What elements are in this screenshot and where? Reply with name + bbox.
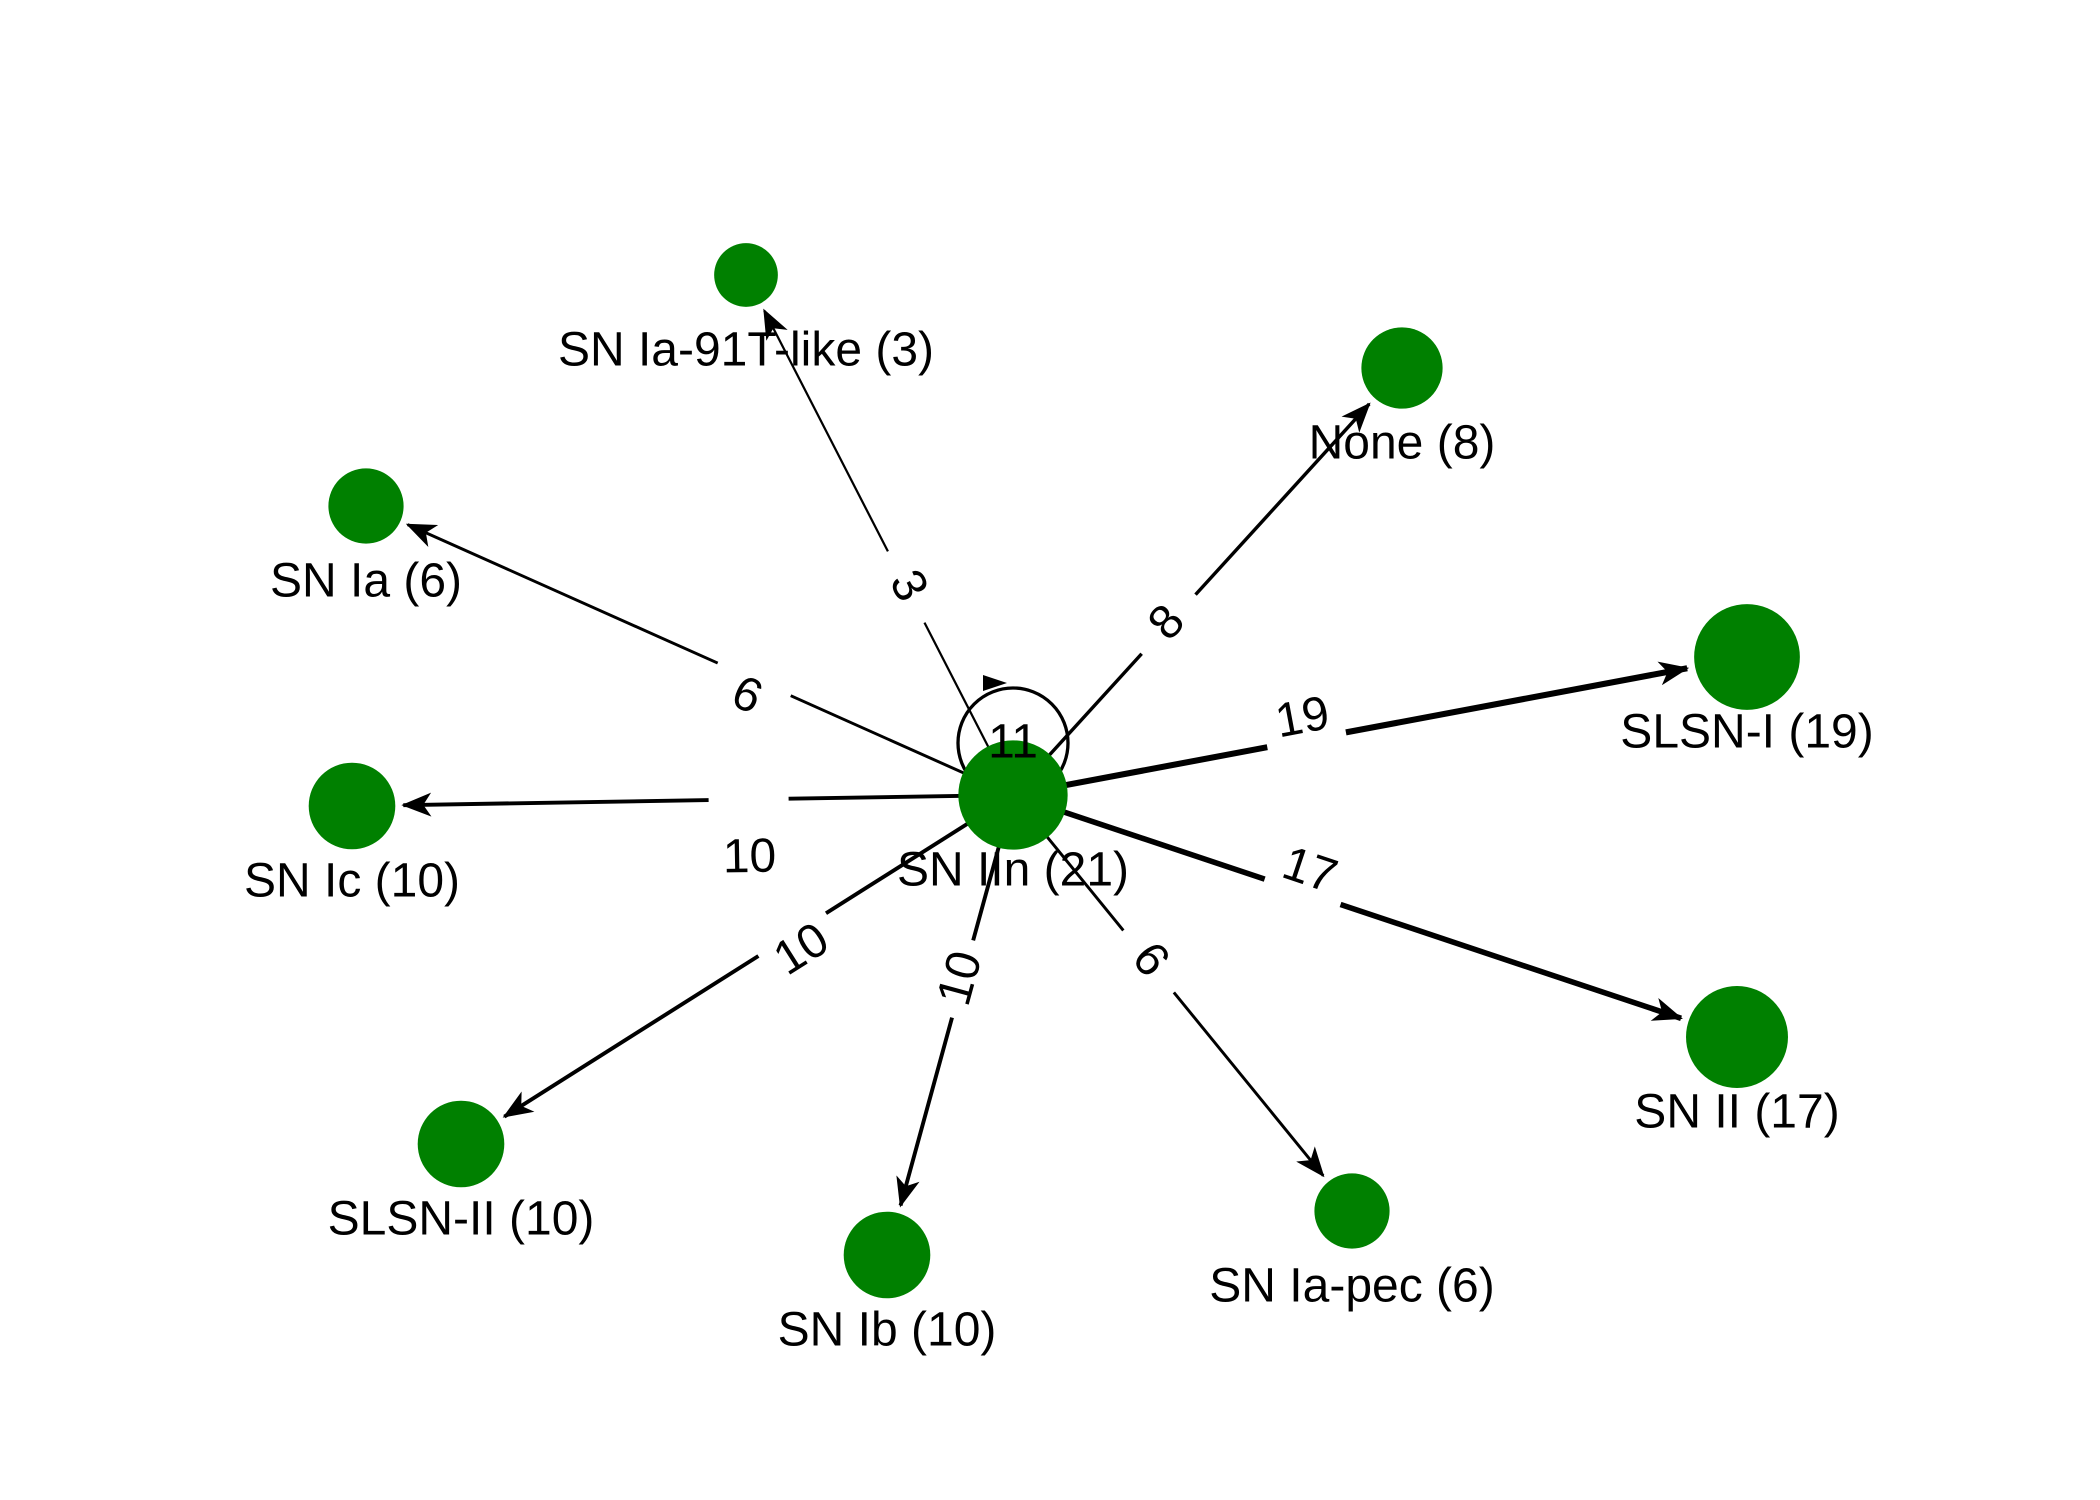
node-label-sn_ia_pec: SN Ia-pec (6) (1209, 1260, 1494, 1313)
edge-label-sn_ia: 6 (724, 665, 770, 724)
node-sn_ia_91t (714, 243, 778, 307)
edge-line-sn_ic (788, 793, 981, 801)
self-loop-label: 11 (988, 716, 1038, 769)
edge-label-slsn_ii: 10 (765, 912, 838, 985)
edge-arrow-sn_ia_pec (1172, 991, 1325, 1178)
node-label-sn_ic: SN Ic (10) (244, 855, 460, 908)
edge-label-sn_ia_91t: 3 (879, 562, 938, 610)
node-none (1361, 327, 1443, 409)
node-sn_ii (1686, 986, 1788, 1088)
node-slsn_i (1694, 604, 1800, 710)
edge-line-sn_ia (790, 694, 984, 783)
edge-arrow-sn_ii (1339, 901, 1683, 1021)
edges-layer (401, 308, 1690, 1208)
edge-line-sn_ii (1043, 802, 1266, 882)
edge-label-sn_ic: 10 (722, 830, 776, 884)
edge-label-sn_ib: 10 (927, 946, 992, 1011)
self-loop-arrowhead (983, 675, 1007, 691)
node-sn_ic (308, 762, 396, 850)
edge-arrow-sn_ib (896, 1017, 954, 1208)
edge-line-sn_ia_pec (1032, 819, 1125, 932)
node-label-sn_ia: SN Ia (6) (270, 555, 462, 608)
edge-line-sn_ia_91t (923, 622, 1000, 767)
edge-label-none: 8 (1138, 595, 1195, 650)
node-sn_ia (328, 468, 404, 544)
node-slsn_ii (417, 1100, 505, 1188)
nodes-layer (308, 243, 1800, 1299)
edge-label-sn_ia_pec: 6 (1122, 933, 1180, 987)
node-label-hub: SN IIn (21) (897, 844, 1129, 897)
edge-label-slsn_i: 19 (1271, 686, 1333, 748)
edge-arrow-slsn_i (1345, 661, 1690, 736)
edge-arrow-slsn_ii (502, 954, 760, 1119)
node-label-sn_ib: SN Ib (10) (778, 1304, 997, 1357)
edge-arrow-sn_ia (405, 523, 719, 665)
labels-layer: 19 17 6 10 10 10 6 3 8 11 SN IIn (21) SLSN-I (19) SN… (244, 324, 1874, 1357)
edge-label-sn_ii: 17 (1276, 837, 1343, 904)
edge-line-slsn_i (1044, 744, 1268, 792)
edge-arrow-none (1194, 402, 1371, 596)
node-hub (958, 740, 1068, 850)
edge-arrow-sn_ia_91t (763, 308, 889, 552)
node-label-none: None (8) (1309, 417, 1496, 470)
edge-line-slsn_ii (824, 810, 987, 915)
node-sn_ib (843, 1211, 931, 1299)
node-label-sn_ii: SN II (17) (1634, 1086, 1839, 1139)
node-sn_ia_pec (1314, 1173, 1390, 1249)
node-label-sn_ia_91t: SN Ia-91T-like (3) (558, 324, 934, 377)
edge-arrow-sn_ic (401, 792, 709, 817)
node-label-slsn_i: SLSN-I (19) (1620, 706, 1873, 759)
edge-line-none (1033, 652, 1143, 772)
node-label-slsn_ii: SLSN-II (10) (328, 1193, 595, 1246)
